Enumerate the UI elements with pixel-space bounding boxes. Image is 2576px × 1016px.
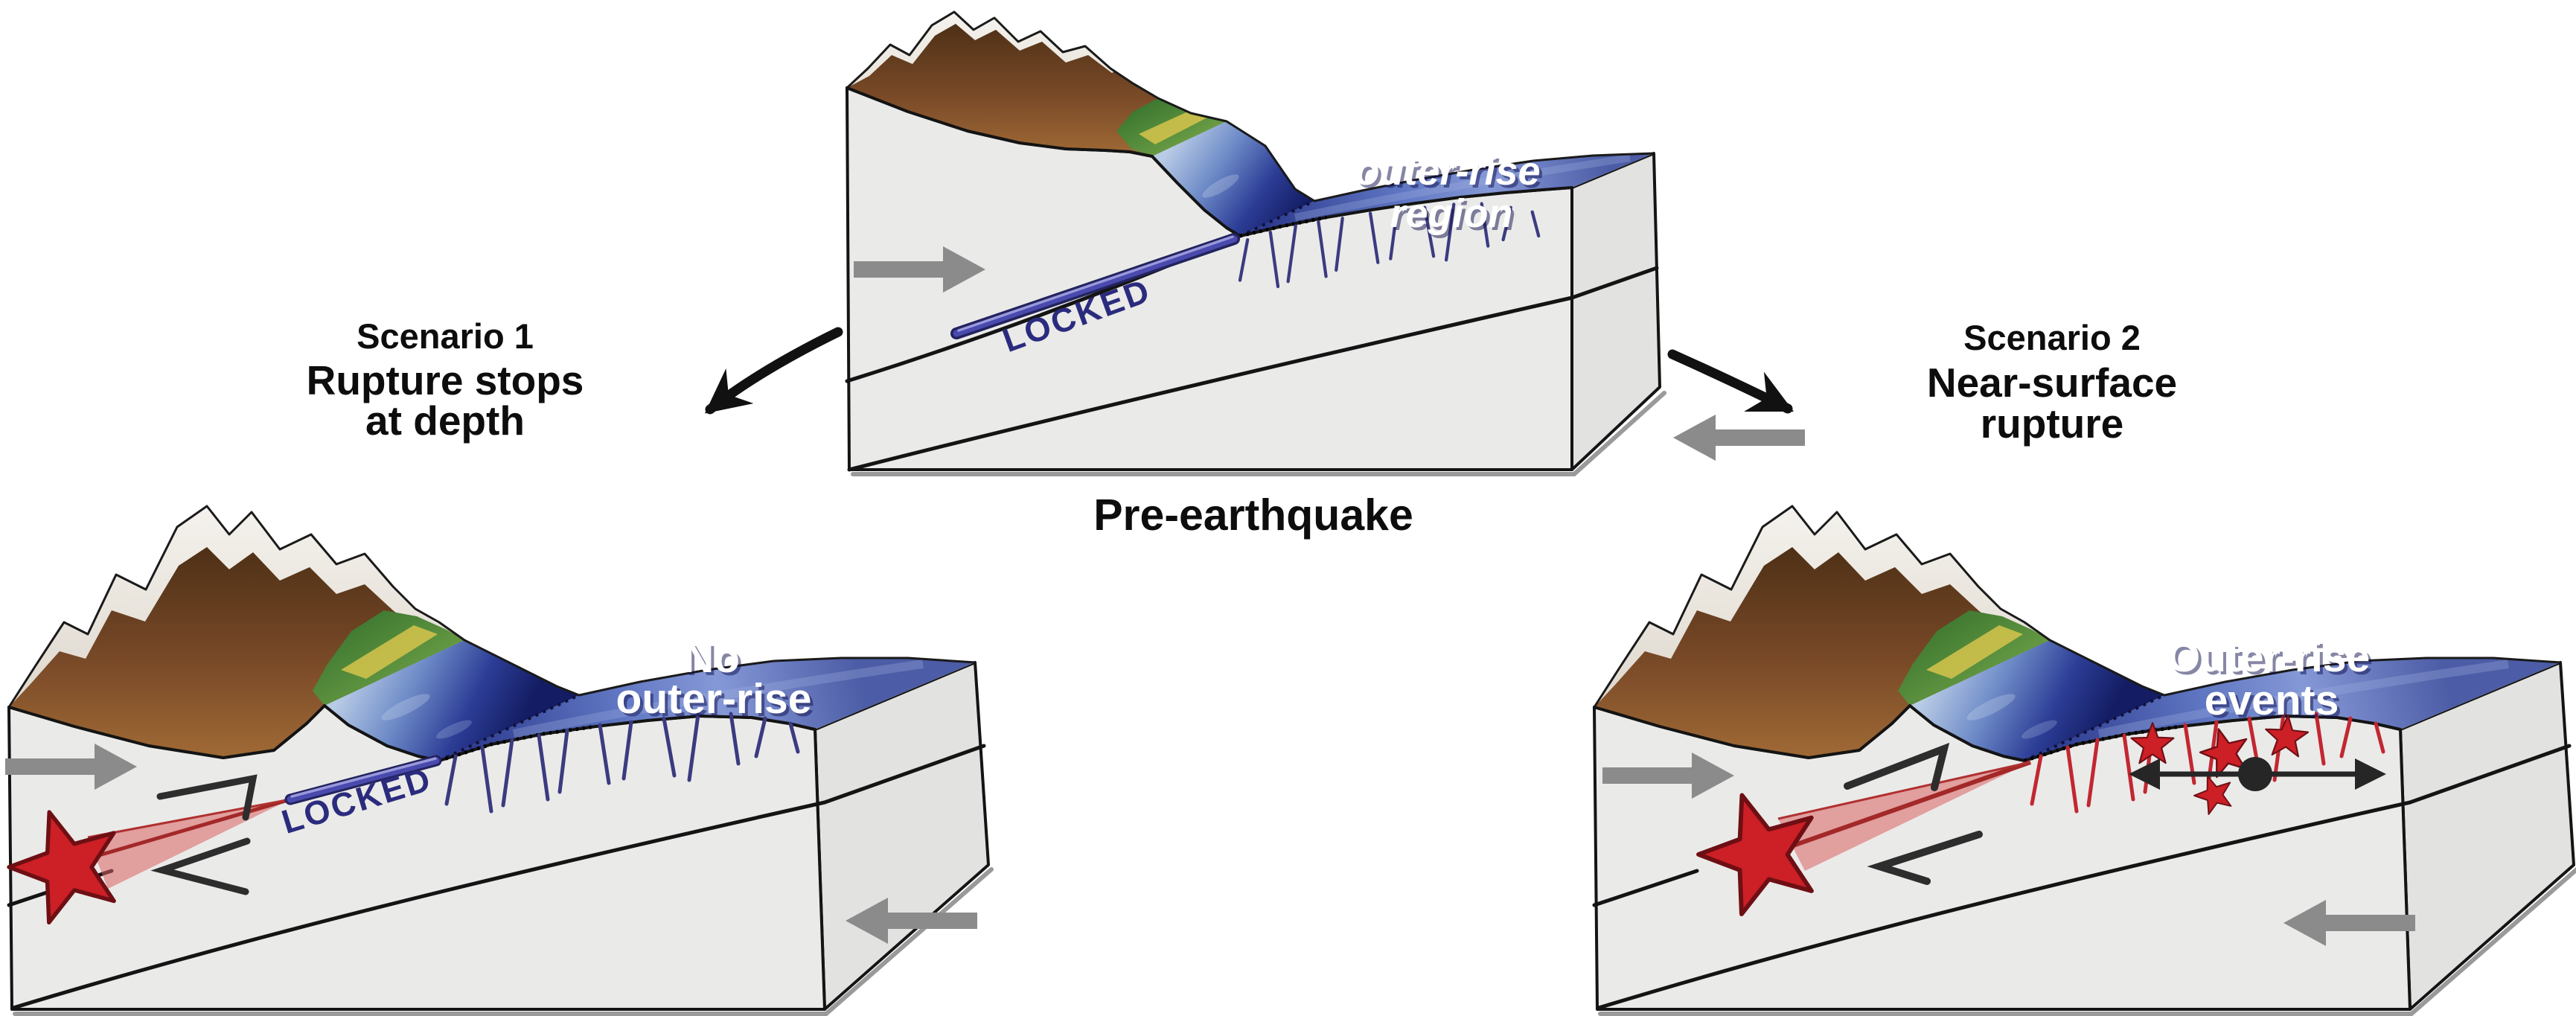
scenario-pointer-arrow-icon	[1667, 349, 1794, 414]
plate-motion-arrow-icon	[1673, 415, 1805, 461]
rupture-wedge	[1777, 760, 2031, 871]
svg-text:No: No	[683, 634, 740, 682]
scenario1-subtitle-line1: Rupture stops	[307, 357, 584, 403]
svg-text:Outer-rise: Outer-rise	[2167, 633, 2370, 681]
svg-text:outer-rise: outer-rise	[616, 675, 812, 723]
svg-text:region: region	[1393, 194, 1515, 239]
svg-text:region: region	[1390, 191, 1512, 236]
slip-direction-half-arrow-icon	[1867, 831, 1983, 885]
scenario2-title-group: Scenario 2 Near-surface rupture	[1927, 318, 2177, 447]
svg-text:outer-rise: outer-rise	[619, 678, 815, 726]
region-label: outer-rise outer-rise region region	[1355, 149, 1543, 239]
svg-text:No: No	[686, 637, 743, 685]
svg-text:outer-rise: outer-rise	[1355, 149, 1540, 194]
locked-zone-strip	[950, 233, 1240, 339]
scenario1-block: LOCKED No No outer-rise outer-rise	[0, 484, 997, 1014]
locked-zone-strip	[284, 755, 442, 805]
trench-axis-dotted-line	[1239, 199, 1315, 237]
pre-earthquake-caption: Pre-earthquake	[1093, 491, 1413, 540]
trench-teeth-line	[1239, 215, 1327, 238]
slip-direction-half-arrow-icon	[1844, 742, 1950, 791]
scenario2-title: Scenario 2	[1963, 318, 2141, 357]
scenario2-subtitle-line2: rupture	[1981, 400, 2124, 447]
scenario2-subtitle-line1: Near-surface	[1927, 360, 2177, 406]
slab-bottom-curve-side	[1570, 266, 1659, 300]
slip-direction-half-arrow-icon	[156, 774, 258, 821]
scenario1-subtitle-line2: at depth	[365, 397, 525, 444]
region-label: No No outer-rise outer-rise	[616, 634, 815, 726]
svg-text:events: events	[2208, 680, 2342, 727]
svg-text:events: events	[2205, 677, 2339, 724]
scenario2-block: Outer-rise Outer-rise events events	[1585, 484, 2576, 1014]
block-side-face	[1570, 152, 1661, 471]
region-label: Outer-rise Outer-rise events events	[2167, 633, 2373, 727]
rupture-wedge	[87, 797, 291, 889]
pre-earthquake-block: LOCKED outer-rise outer-rise region regi…	[845, 10, 1805, 540]
slip-direction-half-arrow-icon	[150, 837, 251, 895]
slab-bottom-curve	[847, 295, 1574, 472]
scenario1-title: Scenario 1	[357, 316, 534, 356]
scenario1-title-group: Scenario 1 Rupture stops at depth	[307, 316, 584, 444]
svg-text:Outer-rise: Outer-rise	[2170, 636, 2373, 684]
extension-axis-icon	[2129, 757, 2386, 791]
scenario-pointer-arrow-icon	[704, 327, 843, 415]
svg-text:outer-rise: outer-rise	[1358, 152, 1543, 197]
